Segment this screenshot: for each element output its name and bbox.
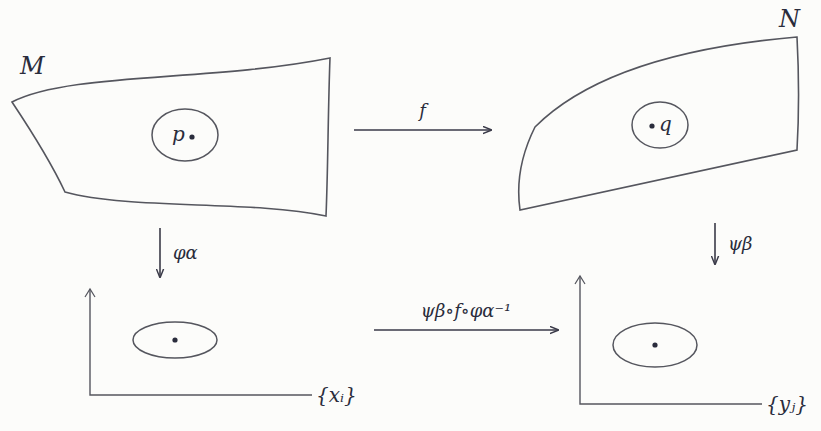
coordinate-axes <box>90 289 312 395</box>
point-label: {yⱼ} <box>766 392 808 416</box>
map-arrow <box>159 228 161 277</box>
map-arrow <box>714 223 716 264</box>
manifold-node: Mp <box>10 50 340 220</box>
point-dot <box>189 134 194 139</box>
map-name: ψβ <box>725 233 756 255</box>
neighbourhood-node: q <box>630 100 690 150</box>
neighbourhood-circle <box>632 102 688 148</box>
axis-tip <box>85 289 95 297</box>
chart-image <box>133 322 217 358</box>
manifold-sheet <box>519 37 799 210</box>
neighbourhood-node: p <box>150 107 220 163</box>
coordinate-axes <box>580 276 762 404</box>
point-label: {xᵢ} <box>316 383 357 407</box>
point-dot <box>649 123 654 128</box>
point-label: q <box>659 112 672 136</box>
manifold-name: M <box>20 52 45 81</box>
map-name: φα <box>170 242 201 264</box>
manifold-sheet <box>12 58 330 216</box>
coordinate-chart: {yⱼ} <box>570 272 811 417</box>
point-label: p <box>172 122 185 146</box>
map-arrow <box>374 329 558 331</box>
chart-image <box>613 323 697 367</box>
manifold-name: N <box>779 5 800 34</box>
node-outline <box>150 107 220 163</box>
neighbourhood-circle <box>152 109 218 161</box>
manifold-node: Nq <box>505 15 805 215</box>
axis-tip <box>575 276 585 284</box>
map-arrow <box>354 129 491 131</box>
node-outline <box>505 15 805 215</box>
coordinate-chart: {xᵢ} <box>80 285 362 415</box>
point-dot <box>652 342 657 347</box>
point-dot <box>172 337 177 342</box>
map-name: ψβ∘f∘φα⁻¹ <box>418 300 514 322</box>
map-name: f <box>416 100 429 122</box>
